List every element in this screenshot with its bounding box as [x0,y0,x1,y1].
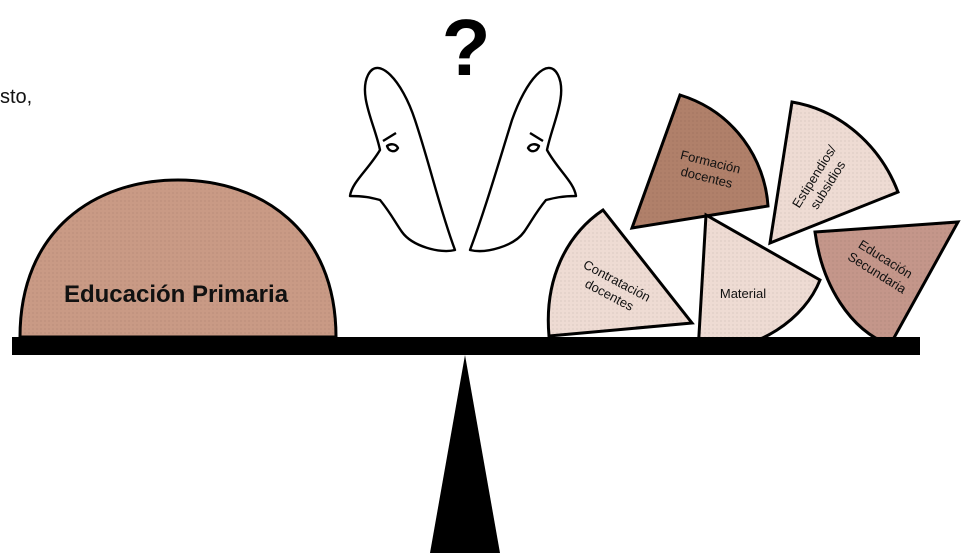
piece-educacion-secundaria: Educación Secundaria [815,222,958,345]
educacion-primaria-dome: Educación Primaria [20,180,336,337]
scale-beam [12,337,920,355]
piece-formacion-docentes: Formación docentes [632,95,768,228]
two-faces-icon [350,68,576,251]
question-mark-icon: ? [442,3,491,92]
piece-label-line1: Material [720,286,766,301]
dome-label: Educación Primaria [64,281,289,308]
piece-estipendios-subsidios: Estipendios/ subsidios [770,102,898,243]
piece-contratacion-docentes: Contratación docentes [548,210,692,336]
scale-fulcrum-icon [430,355,500,553]
piece-material: Material [698,215,820,352]
text-fragment: sto, [0,86,32,108]
